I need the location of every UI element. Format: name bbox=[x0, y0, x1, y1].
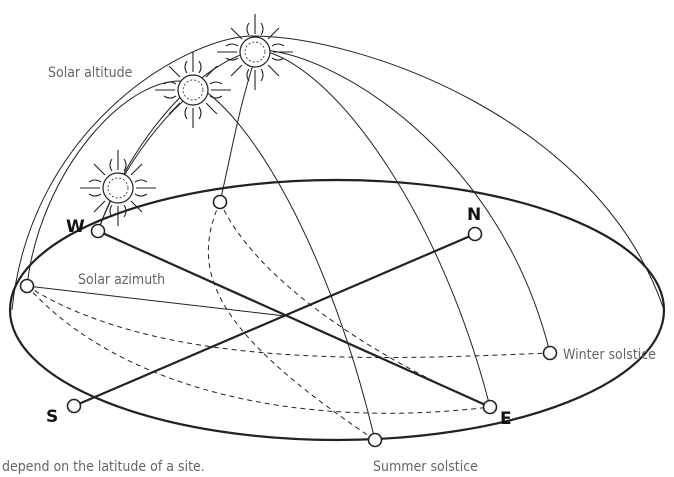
sun-icon-low bbox=[79, 149, 157, 227]
sun-path-arc-2 bbox=[97, 49, 491, 408]
winter-solstice-label: Winter solstice bbox=[563, 347, 656, 363]
east-point-marker bbox=[482, 399, 498, 415]
south-point-marker bbox=[66, 398, 82, 414]
sun-icon-mid bbox=[154, 51, 232, 129]
horizon-marker-left bbox=[19, 278, 35, 294]
dome-outer-arc bbox=[11, 35, 665, 311]
east-label: E bbox=[500, 409, 512, 429]
north-label: N bbox=[467, 205, 481, 225]
horizon-marker-top bbox=[212, 194, 228, 210]
winter-path-arc bbox=[219, 49, 551, 354]
west-label: W bbox=[66, 217, 85, 237]
dashed-path-1 bbox=[26, 285, 491, 414]
summer-solstice-label: Summer solstice bbox=[373, 459, 478, 475]
caption-text: depend on the latitude of a site. bbox=[2, 459, 205, 475]
summer-solstice-marker bbox=[367, 432, 383, 448]
west-east-axis bbox=[97, 229, 491, 409]
dashed-path-2 bbox=[26, 285, 551, 358]
summer-path-arc bbox=[26, 80, 376, 441]
winter-solstice-marker bbox=[542, 345, 558, 361]
solar-azimuth-label: Solar azimuth bbox=[78, 272, 165, 288]
west-point-marker bbox=[90, 223, 106, 239]
north-point-marker bbox=[467, 226, 483, 242]
solar-altitude-label: Solar altitude bbox=[48, 65, 133, 81]
azimuth-line bbox=[26, 285, 286, 317]
south-label: S bbox=[46, 407, 58, 427]
altitude-meridian-arc bbox=[97, 94, 191, 232]
south-north-axis bbox=[73, 232, 476, 408]
sun-icon-high bbox=[216, 13, 294, 91]
dashed-path-3 bbox=[207, 201, 376, 441]
dashed-path-4 bbox=[219, 201, 491, 408]
